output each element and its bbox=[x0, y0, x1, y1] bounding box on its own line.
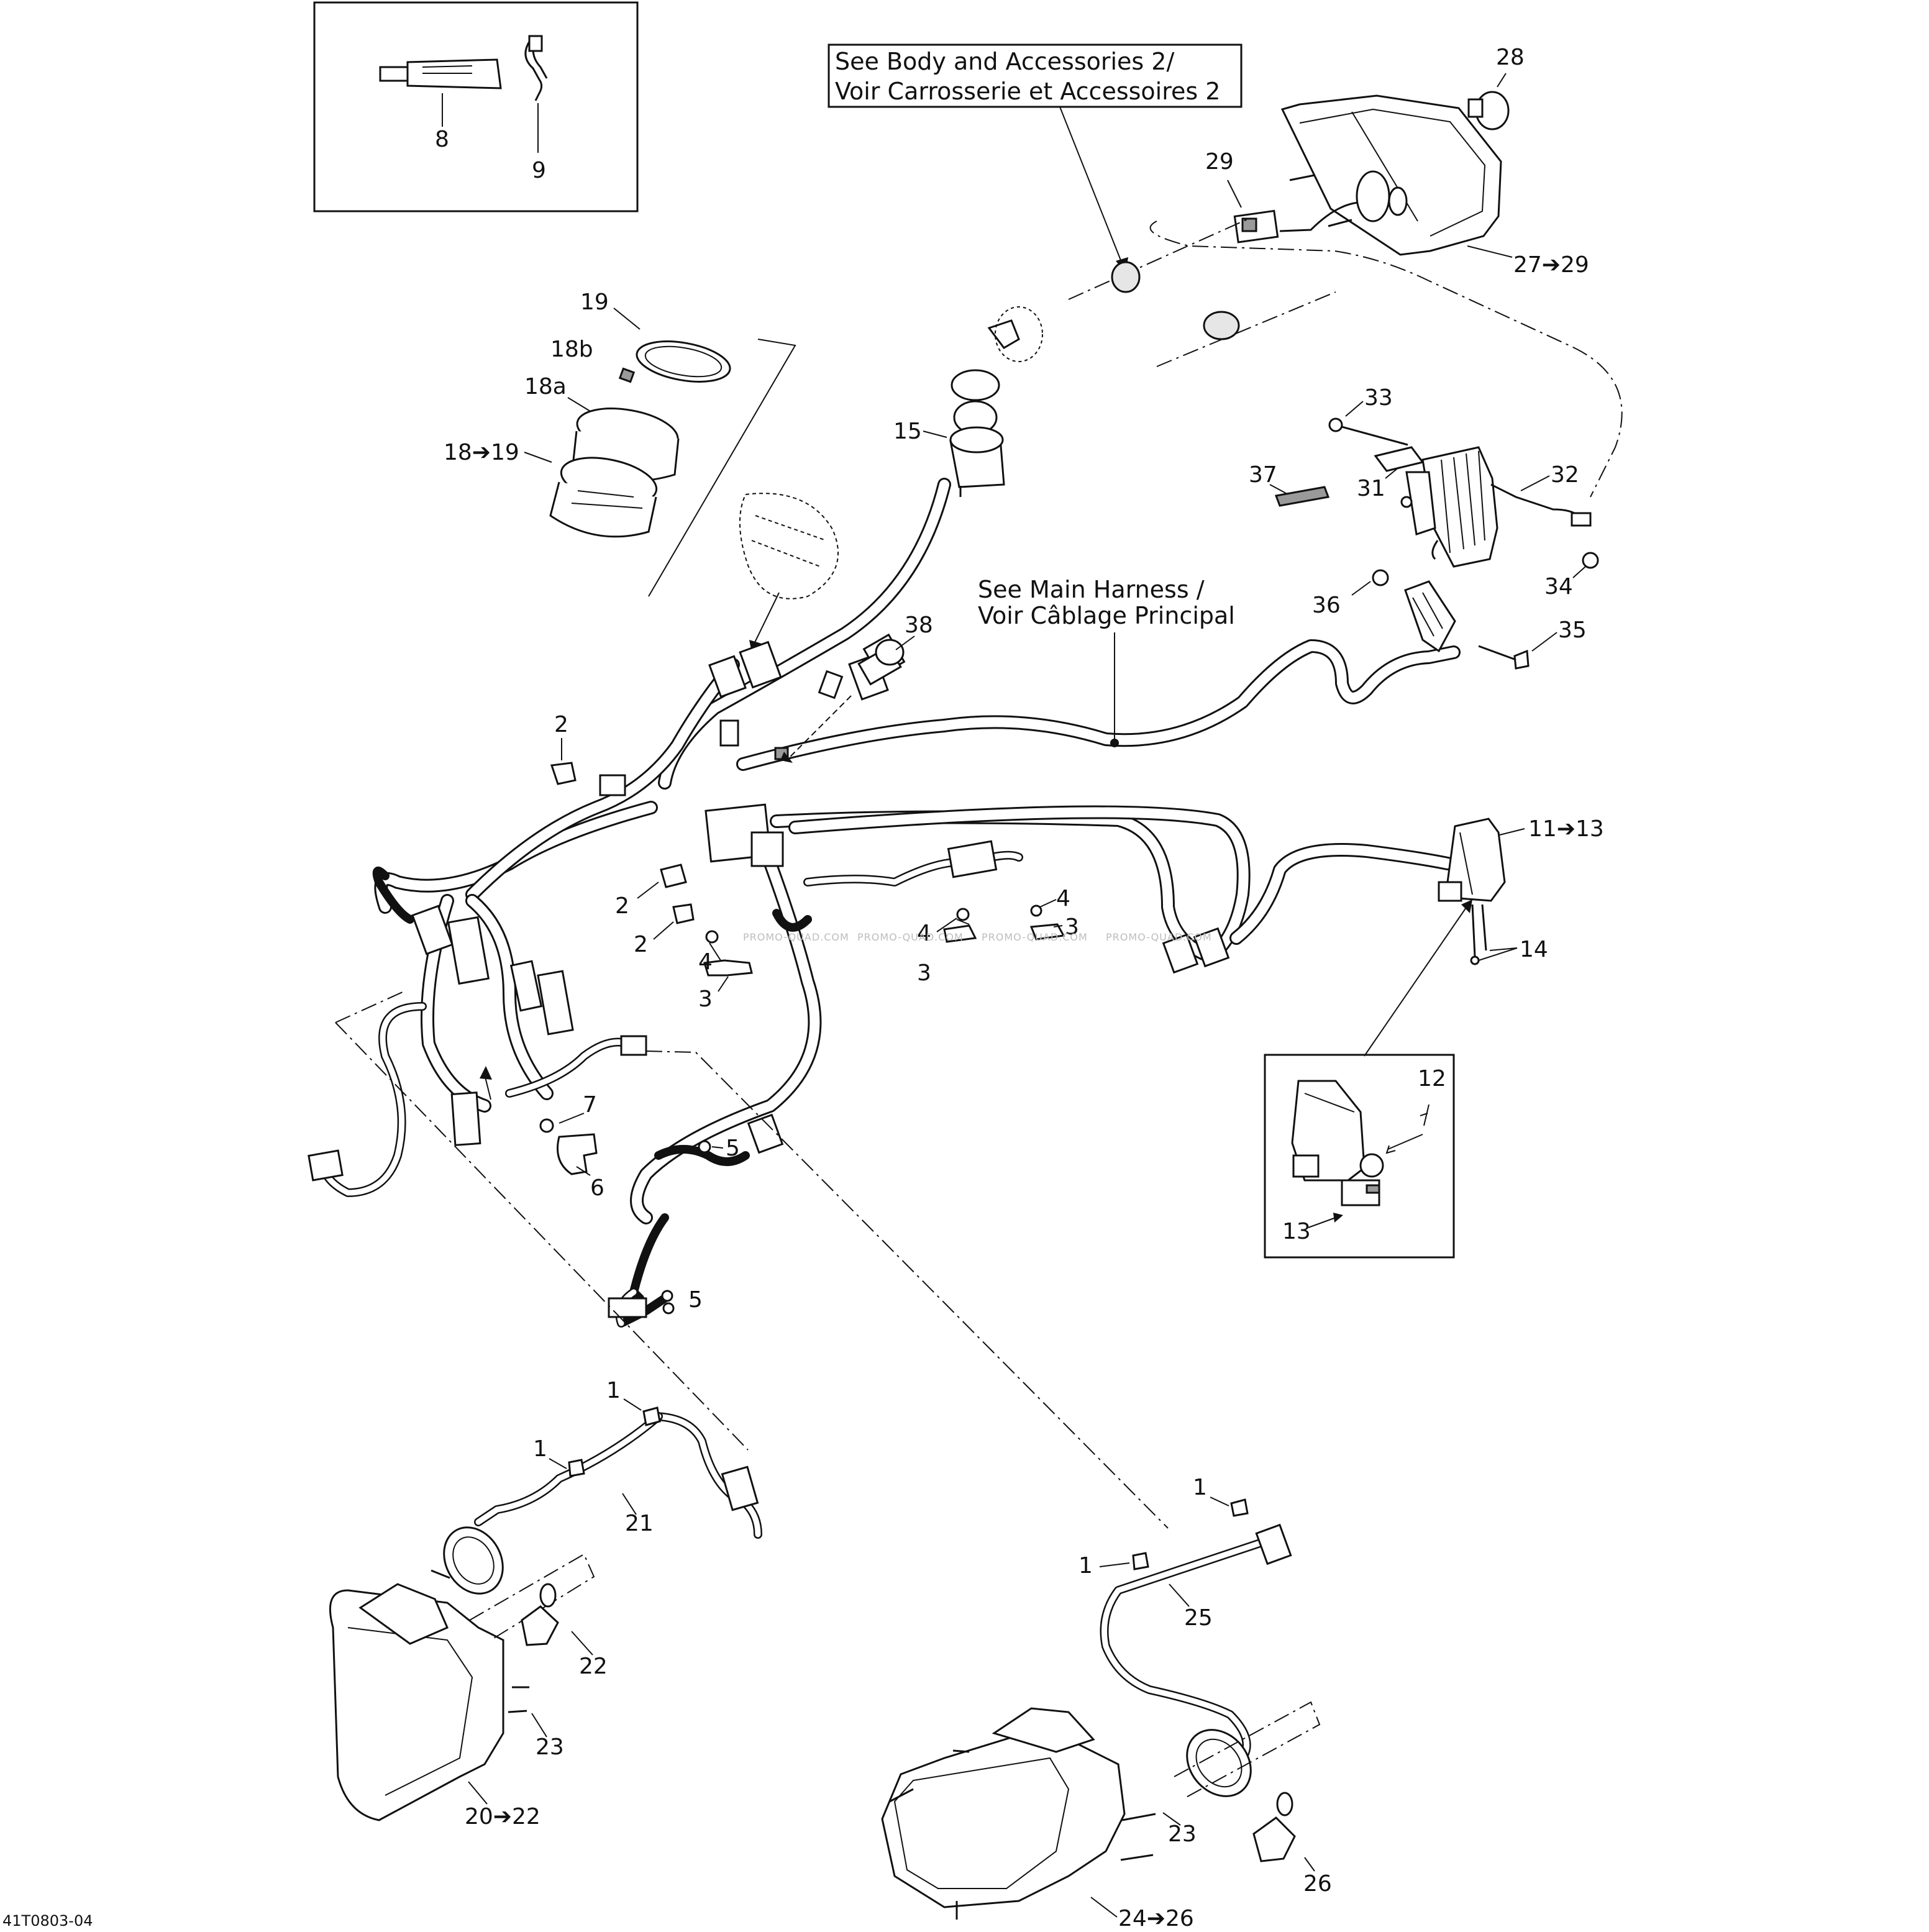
cable-tie bbox=[524, 35, 548, 101]
right-headlight-harness bbox=[1100, 1523, 1292, 1797]
callout-37: 37 bbox=[1249, 462, 1277, 488]
callout-32: 32 bbox=[1551, 462, 1579, 488]
note-main-harness-line1: See Main Harness / bbox=[978, 576, 1205, 603]
callout-5-upper: 5 bbox=[726, 1136, 740, 1161]
grommet-1-left-upper bbox=[642, 1406, 661, 1426]
watermark-1: PROMO-QUAD.COM bbox=[743, 931, 849, 943]
callout-1-right-upper: 1 bbox=[1193, 1475, 1207, 1500]
callout-25: 25 bbox=[1184, 1605, 1213, 1631]
callout-4-left: 4 bbox=[698, 949, 713, 975]
callout-18-19: 18➔19 bbox=[444, 440, 519, 465]
callout-31: 31 bbox=[1357, 476, 1385, 501]
left-headlight-harness bbox=[443, 1412, 762, 1595]
callout-9: 9 bbox=[532, 158, 546, 183]
callout-2-upper: 2 bbox=[554, 712, 568, 737]
nut-34 bbox=[1582, 552, 1599, 569]
bracket-3-left bbox=[703, 930, 753, 977]
gauge-back-dashed bbox=[739, 493, 839, 599]
callout-1-right-lower: 1 bbox=[1079, 1553, 1093, 1579]
tail-bulb bbox=[1467, 91, 1510, 130]
callout-18a: 18a bbox=[524, 374, 567, 399]
callout-2-lower: 2 bbox=[634, 932, 648, 957]
callout-3-mid: 3 bbox=[917, 960, 931, 986]
callout-11-13: 11➔13 bbox=[1528, 816, 1604, 842]
harness-clip-2-upper bbox=[550, 762, 626, 796]
callout-7: 7 bbox=[583, 1092, 597, 1118]
left-headlight bbox=[329, 1553, 595, 1821]
watermark-2: PROMO-QUAD.COM bbox=[857, 931, 964, 943]
callout-3-right: 3 bbox=[1065, 914, 1079, 940]
ignition-switch bbox=[949, 306, 1043, 497]
callout-26: 26 bbox=[1303, 1871, 1332, 1897]
callout-38: 38 bbox=[905, 613, 933, 638]
switch-detail-inset bbox=[1264, 1054, 1455, 1259]
note-body-accessories-line1: See Body and Accessories 2/ bbox=[835, 48, 1174, 75]
strap-37 bbox=[1274, 486, 1330, 507]
callout-4-right: 4 bbox=[1056, 886, 1070, 911]
grommet-lower bbox=[1203, 311, 1240, 340]
main-harness-wiring bbox=[374, 478, 1461, 1224]
reference-code: 41T0803-04 bbox=[2, 1912, 93, 1929]
watermark-row: PROMO-QUAD.COM PROMO-QUAD.COM PROMO-QUAD… bbox=[743, 931, 1212, 943]
grommet-1-left-lower bbox=[568, 1459, 585, 1477]
callout-34: 34 bbox=[1544, 574, 1573, 599]
callout-24-26: 24➔26 bbox=[1118, 1906, 1194, 1929]
callout-20-22: 20➔22 bbox=[465, 1804, 540, 1829]
harness-clip-2-mid bbox=[660, 863, 695, 924]
branch-wiring bbox=[319, 850, 1023, 1328]
callout-2-mid: 2 bbox=[615, 893, 629, 919]
callout-12: 12 bbox=[1418, 1066, 1446, 1091]
watermark-3: PROMO-QUAD.COM bbox=[982, 931, 1088, 943]
callout-1-left-upper: 1 bbox=[606, 1378, 621, 1403]
callout-15: 15 bbox=[893, 419, 922, 444]
grommet-1-right-lower bbox=[1132, 1552, 1149, 1570]
callout-13: 13 bbox=[1282, 1219, 1311, 1244]
note-body-accessories-line2: Voir Carrosserie et Accessoires 2 bbox=[835, 78, 1220, 105]
callout-3-left: 3 bbox=[698, 987, 713, 1012]
callout-19: 19 bbox=[580, 289, 609, 315]
callout-4-mid: 4 bbox=[917, 921, 931, 946]
sealant-tube bbox=[379, 58, 502, 89]
callout-18b: 18b bbox=[550, 337, 593, 362]
callout-23-right: 23 bbox=[1168, 1821, 1197, 1847]
grommet-1-right-upper bbox=[1230, 1498, 1249, 1517]
bracket-3-mid bbox=[943, 908, 977, 943]
accessory-inset-box: 8 9 bbox=[313, 1, 639, 212]
note-body-accessories: See Body and Accessories 2/ Voir Carross… bbox=[828, 43, 1243, 273]
callout-23-left: 23 bbox=[536, 1734, 564, 1760]
callout-5-lower: 5 bbox=[688, 1287, 703, 1313]
clip-5-upper bbox=[698, 1140, 711, 1154]
clamp-6 bbox=[539, 1118, 598, 1175]
callout-29: 29 bbox=[1205, 149, 1234, 175]
callout-27-29: 27➔29 bbox=[1513, 252, 1589, 278]
watermark-4: PROMO-QUAD.COM bbox=[1106, 931, 1212, 943]
handlebar-switch bbox=[1438, 818, 1506, 965]
callout-33: 33 bbox=[1364, 385, 1393, 411]
callout-1-left-lower: 1 bbox=[533, 1436, 547, 1462]
note-main-harness: See Main Harness / Voir Câblage Principa… bbox=[978, 576, 1235, 747]
note-main-harness-line2: Voir Câblage Principal bbox=[978, 602, 1235, 629]
callout-14: 14 bbox=[1520, 937, 1548, 962]
tail-light-assembly bbox=[1233, 94, 1502, 256]
callout-8: 8 bbox=[435, 127, 449, 152]
grommet-upper bbox=[1111, 261, 1141, 293]
callout-35: 35 bbox=[1558, 617, 1587, 643]
callout-6: 6 bbox=[590, 1175, 604, 1201]
right-headlight bbox=[881, 1701, 1321, 1920]
callout-22: 22 bbox=[579, 1654, 608, 1679]
relay-connector-36 bbox=[1372, 569, 1456, 653]
callout-28: 28 bbox=[1496, 45, 1525, 70]
bracket-3-right bbox=[1029, 904, 1065, 941]
connector-38 bbox=[857, 639, 905, 686]
callout-21: 21 bbox=[625, 1511, 654, 1536]
clip-5-lower bbox=[661, 1290, 675, 1315]
gauge-assembly: 19 18b 18a 18➔19 bbox=[444, 289, 839, 599]
screw-35 bbox=[1478, 645, 1530, 670]
voltage-regulator bbox=[1328, 417, 1592, 568]
callout-36: 36 bbox=[1312, 593, 1341, 618]
